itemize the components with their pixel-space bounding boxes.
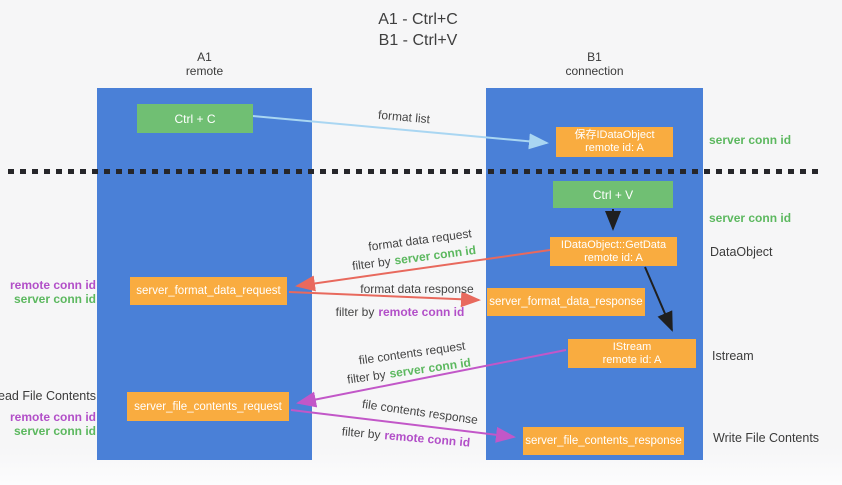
- server-file-contents-request-box: server_file_contents_request: [127, 392, 289, 421]
- format-list-annotation: format list: [377, 107, 431, 127]
- idataobject-getdata-line2: remote id: A: [584, 251, 643, 264]
- istream-line2: remote id: A: [602, 353, 662, 366]
- remote-conn-id-label: remote conn id: [9, 278, 96, 292]
- diagram-title: A1 - Ctrl+C B1 - Ctrl+V: [318, 9, 518, 51]
- server-format-data-request-label: server_format_data_request: [136, 285, 281, 297]
- filter-by-text: filter by: [335, 305, 375, 319]
- ctrl-v-box: Ctrl + V: [553, 181, 673, 208]
- write-file-contents-label: Write File Contents: [713, 431, 820, 445]
- filter-by-text: filter by: [346, 367, 387, 387]
- save-idataobject-line2: remote id: A: [585, 142, 644, 154]
- server-conn-id-label-top: server conn id: [709, 133, 792, 147]
- column-header-a1: A1 remote: [97, 50, 312, 78]
- remote-conn-id-label: remote conn id: [9, 410, 96, 424]
- remote-conn-id-label: remote conn id: [378, 305, 465, 319]
- save-idataobject-line1: 保存IDataObject: [574, 129, 655, 141]
- istream-line1: IStream: [612, 340, 652, 353]
- server-file-contents-response-label: server_file_contents_response: [525, 435, 682, 447]
- left-conn-id-labels-format: remote conn id server conn id: [10, 278, 96, 306]
- ctrl-v-label: Ctrl + V: [592, 187, 634, 202]
- server-file-contents-request-label: server_file_contents_request: [134, 400, 282, 413]
- filter-by-text: filter by: [341, 424, 382, 442]
- server-format-data-response-label: server_format_data_response: [489, 296, 643, 308]
- format-data-response-annotation: format data response: [360, 282, 474, 296]
- istream-box: IStream remote id: A: [568, 339, 696, 368]
- filter-by-text: filter by: [351, 254, 392, 274]
- istream-side-label: Istream: [712, 349, 754, 363]
- server-conn-id-label-mid: server conn id: [709, 211, 792, 225]
- server-format-data-response-box: server_format_data_response: [487, 288, 645, 316]
- ctrl-c-label: Ctrl + C: [174, 111, 216, 126]
- column-b1-name: B1: [587, 50, 602, 64]
- column-b1-subtitle: connection: [565, 64, 624, 78]
- server-conn-id-label: server conn id: [13, 292, 96, 306]
- read-file-contents-label: Read File Contents: [0, 389, 96, 403]
- left-conn-id-labels-file: Read File Contents remote conn id server…: [0, 389, 96, 438]
- title-line-2: B1 - Ctrl+V: [378, 32, 458, 49]
- column-header-b1: B1 connection: [486, 50, 703, 78]
- column-a1-subtitle: remote: [185, 64, 224, 78]
- column-a1-name: A1: [197, 50, 212, 64]
- server-file-contents-response-box: server_file_contents_response: [523, 427, 684, 455]
- server-conn-id-label: server conn id: [13, 424, 96, 438]
- ctrl-c-box: Ctrl + C: [137, 104, 253, 133]
- server-format-data-request-box: server_format_data_request: [130, 277, 287, 305]
- file-contents-response-annotation: file contents response: [361, 396, 479, 428]
- session-divider-dotted-line: [8, 169, 824, 174]
- save-idataobject-box: 保存IDataObject remote id: A: [556, 127, 673, 157]
- idataobject-getdata-line1: IDataObject::GetData: [560, 238, 667, 251]
- remote-conn-id-label: remote conn id: [383, 428, 471, 450]
- title-line-1: A1 - Ctrl+C: [378, 11, 458, 28]
- dataobject-label: DataObject: [710, 245, 773, 259]
- idataobject-getdata-box: IDataObject::GetData remote id: A: [550, 237, 677, 266]
